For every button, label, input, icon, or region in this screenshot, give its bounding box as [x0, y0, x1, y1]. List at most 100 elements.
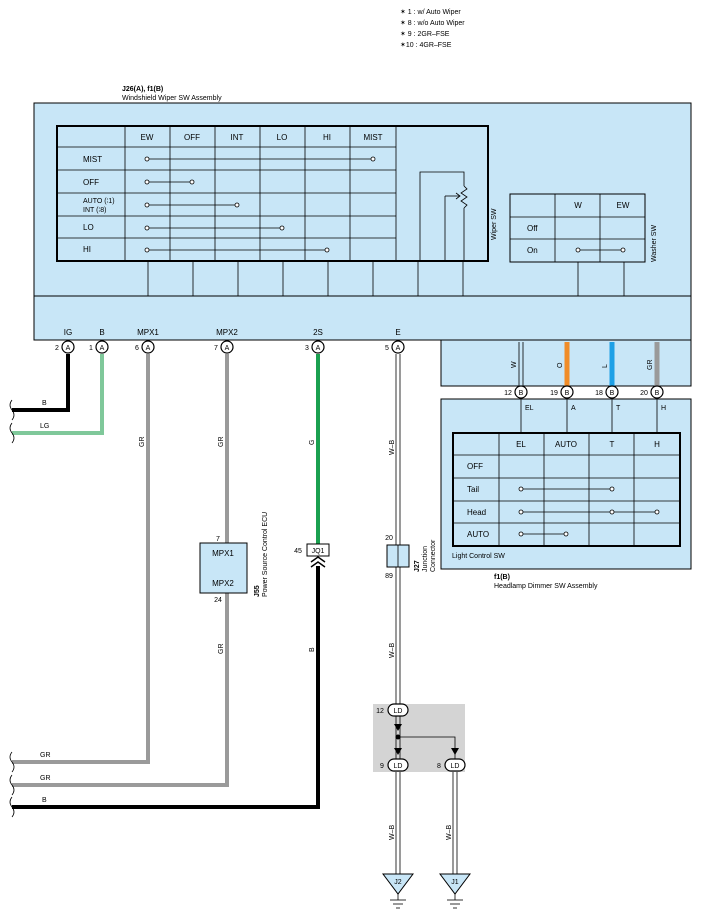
- light-col-t: T: [610, 440, 615, 449]
- light-pin-conn-1: B: [519, 390, 524, 397]
- term-e: E: [395, 328, 400, 337]
- light-wire-o: O: [557, 362, 564, 368]
- ld-name-top: LD: [394, 708, 403, 715]
- ld-name-left: LD: [394, 763, 403, 770]
- light-pin-19: 19: [550, 390, 558, 397]
- wiper-assy-panel: [33, 102, 692, 341]
- j27-name-1: Junction: [422, 546, 429, 572]
- light-col-h: H: [654, 440, 660, 449]
- wire-breaks: [9, 399, 15, 818]
- pin-conn-a-6: A: [396, 345, 401, 352]
- wiper-assy-code: J26(A), f1(B): [122, 86, 163, 93]
- wiper-col-lo: LO: [277, 133, 288, 142]
- washer-sw-label: Washer SW: [651, 225, 658, 262]
- ld-pin-left: 9: [380, 763, 384, 770]
- term-b: B: [99, 328, 104, 337]
- ground-j2: [382, 873, 414, 909]
- light-row-head: Head: [467, 508, 486, 517]
- wire-label-wb-1: W–B: [389, 440, 396, 456]
- ecu-pin-top: 7: [216, 536, 220, 543]
- jq1-pin: 45: [294, 548, 302, 555]
- wire-gr-mpx1: [12, 354, 150, 764]
- wiper-row-lo: LO: [83, 223, 94, 232]
- note-8: ✶ 8 : w/o Auto Wiper: [400, 19, 465, 27]
- wire-label-wb-2: W–B: [389, 643, 396, 659]
- jq1-name: JQ1: [312, 548, 325, 555]
- jq1-connector: [306, 543, 330, 557]
- note-10: ✶10 : 4GR–FSE: [400, 41, 452, 49]
- pin-num-1: 1: [89, 345, 93, 352]
- ground-j1: [439, 873, 471, 909]
- pin-conn-a-5: A: [316, 345, 321, 352]
- washer-connection: [575, 247, 626, 253]
- light-pin-12: 12: [504, 390, 512, 397]
- wiper-row-auto: AUTO (∶1): [83, 198, 115, 205]
- ld-name-right: LD: [451, 763, 460, 770]
- jq1-chevron: [310, 556, 326, 568]
- pin-conn-a-3: A: [146, 345, 151, 352]
- wiper-col-ew: EW: [141, 133, 154, 142]
- light-input-wires: [518, 342, 660, 386]
- wire-b: [12, 354, 70, 412]
- light-term-el: EL: [525, 405, 534, 412]
- wiper-assy-name: Windshield Wiper SW Assembly: [122, 95, 222, 102]
- j27-code: J27: [414, 560, 421, 572]
- light-connections: [518, 486, 660, 537]
- term-ig: IG: [64, 328, 72, 337]
- wire-label-gr-left-1: GR: [40, 752, 51, 759]
- notes: ✶ 1 : w/ Auto Wiper ✶ 8 : w/o Auto Wiper…: [400, 8, 465, 49]
- light-col-auto: AUTO: [555, 440, 577, 449]
- light-table: [452, 432, 681, 547]
- washer-row-on: On: [527, 246, 538, 255]
- light-pin-conn-4: B: [655, 390, 660, 397]
- wiper-col-hi: HI: [323, 133, 331, 142]
- wire-label-gr-left-2: GR: [40, 775, 51, 782]
- ecu-term-mpx2: MPX2: [212, 579, 234, 588]
- wire-label-gr-3: GR: [218, 644, 225, 655]
- ld-pin-top: 12: [376, 708, 384, 715]
- pin-num-3: 3: [305, 345, 309, 352]
- light-wire-w: W: [511, 361, 518, 368]
- wiper-rheostat: [419, 171, 468, 261]
- wire-b-jq1: [12, 566, 320, 809]
- wire-wb-e: [395, 354, 458, 874]
- light-term-t: T: [616, 405, 621, 412]
- washer-row-off: Off: [527, 224, 538, 233]
- wiper-col-off: OFF: [184, 133, 200, 142]
- pin-num-7: 7: [214, 345, 218, 352]
- wire-lg: [12, 354, 104, 435]
- pin-num-2: 2: [55, 345, 59, 352]
- washer-table: [509, 193, 646, 263]
- wiper-col-int: INT: [231, 133, 244, 142]
- wiper-pin-circles: [61, 340, 405, 354]
- wiper-table: [56, 125, 489, 262]
- j27-name-2: Connector: [430, 539, 437, 572]
- term-mpx1: MPX1: [137, 328, 159, 337]
- wire-label-b-2: B: [309, 647, 316, 652]
- ld-arrows: [394, 724, 459, 755]
- wiper-col-mist: MIST: [363, 133, 382, 142]
- headlamp-dimmer-panel: [440, 398, 692, 570]
- wiper-row-int: INT (∶8): [83, 207, 106, 214]
- wire-gr-ecu: [12, 593, 229, 787]
- light-pin-circles: [514, 385, 664, 399]
- wire-label-lg: LG: [40, 423, 49, 430]
- wire-label-wb-3: W–B: [389, 825, 396, 841]
- wiper-sw-label: Wiper SW: [491, 208, 498, 240]
- pin-num-5: 5: [385, 345, 389, 352]
- light-row-auto: AUTO: [467, 530, 489, 539]
- light-row-off: OFF: [467, 462, 483, 471]
- power-source-ecu: [199, 542, 248, 594]
- headlamp-assy-name: Headlamp Dimmer SW Assembly: [494, 583, 598, 590]
- ld-pin-right: 8: [437, 763, 441, 770]
- light-pin-conn-3: B: [610, 390, 615, 397]
- ground-j1-label: J1: [451, 879, 459, 886]
- light-wire-l: L: [602, 364, 609, 368]
- term-mpx2: MPX2: [216, 328, 238, 337]
- ld-connectors: [387, 703, 466, 772]
- wire-label-b-left: B: [42, 797, 47, 804]
- light-pin-18: 18: [595, 390, 603, 397]
- light-term-a: A: [571, 405, 576, 412]
- wire-label-wb-4: W–B: [446, 825, 453, 841]
